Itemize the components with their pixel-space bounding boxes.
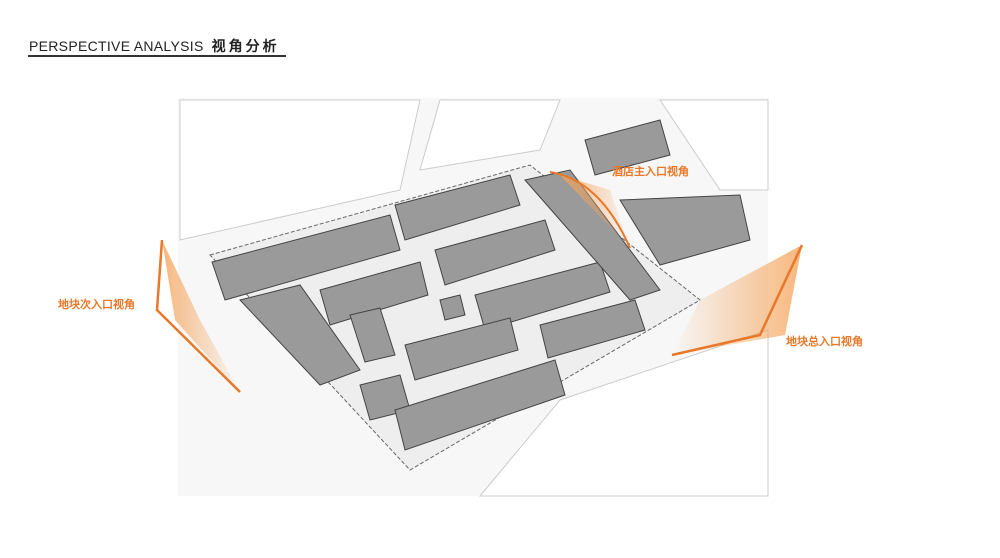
hotel-view-cone bbox=[560, 175, 630, 248]
title-cn: 视角分析 bbox=[211, 39, 280, 55]
page-title: PERSPECTIVE ANALYSIS 视角分析 bbox=[29, 36, 280, 56]
title-en: PERSPECTIVE ANALYSIS bbox=[29, 38, 204, 54]
main-view-line bbox=[671, 244, 804, 357]
label-hotel-entrance-view: 酒店主入口视角 bbox=[612, 165, 689, 178]
buildings bbox=[211, 119, 751, 451]
surrounding-context bbox=[179, 99, 769, 497]
main-view-cone bbox=[672, 245, 802, 355]
secondary-view-line bbox=[155, 239, 241, 393]
secondary-view-cone bbox=[162, 240, 240, 392]
label-main-entrance-view: 地块总入口视角 bbox=[786, 335, 863, 348]
hotel-view-line bbox=[549, 171, 631, 249]
label-secondary-entrance-view: 地块次入口视角 bbox=[58, 298, 135, 311]
title-underline bbox=[28, 55, 286, 57]
